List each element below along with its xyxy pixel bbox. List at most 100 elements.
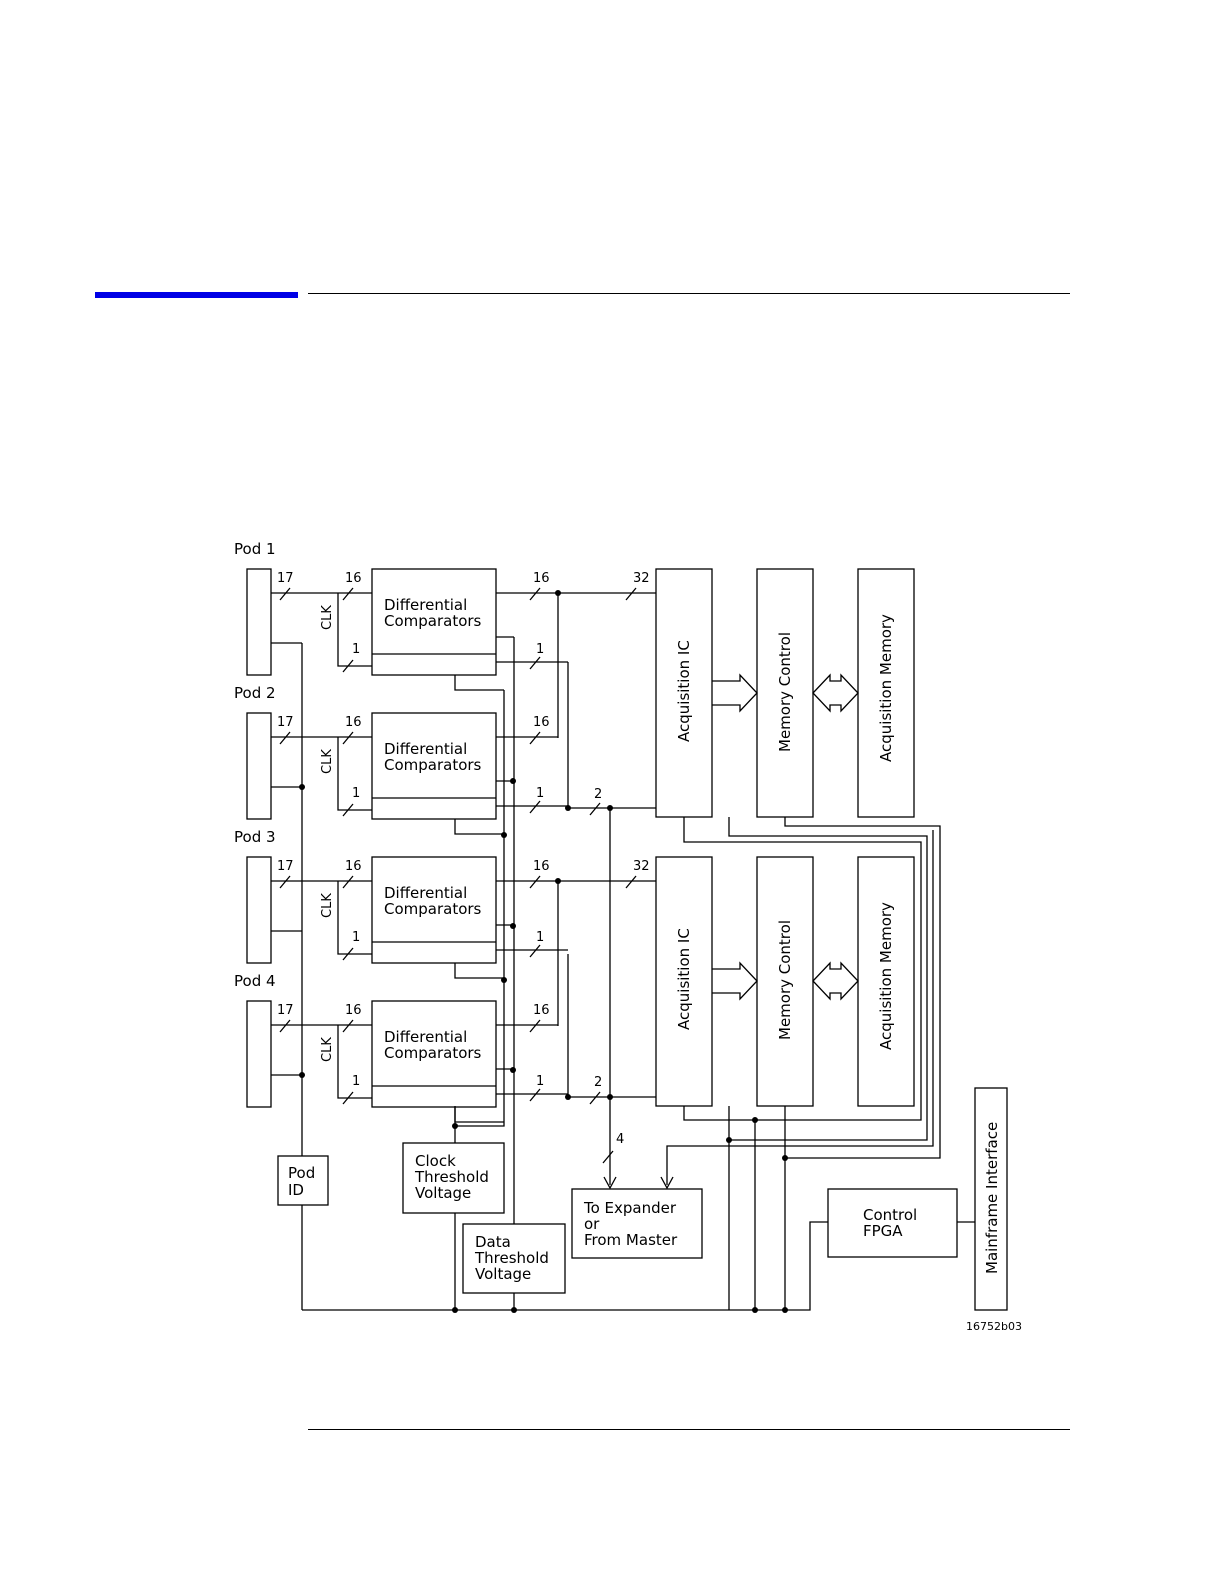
clk-width: 1: [352, 642, 360, 657]
memory-control-box: [756, 568, 814, 818]
bus-slash: [342, 1091, 354, 1105]
clk-label: CLK: [320, 605, 335, 630]
acquisition-memory-label: Acquisition Memory: [877, 614, 895, 762]
pod-label: Pod 4: [234, 972, 276, 990]
data-flow-arrow: [712, 961, 758, 1001]
memory-control-label: Memory Control: [776, 632, 794, 752]
header-rule: [308, 293, 1070, 294]
acquisition-bus-width: 32: [633, 859, 650, 874]
bus-slash: [279, 587, 354, 601]
merged-clock-width: 2: [594, 787, 602, 802]
pod-label: Pod 2: [234, 684, 276, 702]
pod-id-label: Pod: [288, 1164, 315, 1182]
output-bus-width: 16: [533, 1003, 550, 1018]
clock-threshold-box: [402, 1142, 505, 1214]
pod-connector: [246, 856, 272, 964]
pod-connector: [246, 1000, 272, 1108]
bus-slash: [342, 659, 354, 673]
memory-control-wire: [784, 817, 941, 1159]
pod-bus-width: 17: [277, 571, 294, 586]
clk-label: CLK: [320, 893, 335, 918]
pod-group: Pod 3 17 16 1 CLK Differential Comparato…: [234, 828, 568, 979]
acquisition-ic-label: Acquisition IC: [675, 928, 693, 1030]
clk-wire: [337, 593, 372, 667]
clock-threshold-label: Clock: [415, 1152, 456, 1170]
data-threshold-box: [462, 1223, 566, 1294]
junction-dot: [501, 977, 507, 983]
expander-label: To Expander: [583, 1199, 677, 1217]
clock-threshold-label: Voltage: [415, 1184, 471, 1202]
junction-dot: [452, 1123, 458, 1129]
comparator-label: Differential: [384, 596, 467, 614]
pod-connector: [246, 712, 272, 820]
merged-clock-width: 2: [594, 1075, 602, 1090]
clk-wire: [337, 1025, 372, 1099]
expander-arrow-head: [660, 1176, 674, 1190]
junction-dot: [555, 878, 561, 884]
differential-comparators-box: [371, 1000, 497, 1108]
clock-output-width: 1: [536, 930, 544, 945]
memory-control-label: Memory Control: [776, 920, 794, 1040]
bus-slash: [625, 875, 637, 889]
junction-dot: [510, 1067, 516, 1073]
bus-slash: [279, 1019, 354, 1033]
pod-id-label: ID: [288, 1181, 304, 1199]
junction-dot: [752, 1117, 758, 1123]
comparator-label: Comparators: [384, 1044, 482, 1062]
bus-slash: [625, 587, 637, 601]
comparator-bus-width: 16: [345, 571, 362, 586]
junction-dot: [782, 1307, 788, 1313]
pod-bus-width: 17: [277, 715, 294, 730]
comparator-bus-width: 16: [345, 1003, 362, 1018]
clock-output-width: 1: [536, 642, 544, 657]
acquisition-memory-label: Acquisition Memory: [877, 902, 895, 1050]
acquisition-memory-box: [857, 568, 915, 818]
clk-width: 1: [352, 1074, 360, 1089]
clock-threshold-tap: [454, 1107, 504, 1123]
control-fpga-label: Control: [863, 1206, 917, 1224]
comparator-label: Comparators: [384, 900, 482, 918]
clk-wire: [337, 737, 372, 811]
bus-slash: [589, 802, 601, 816]
pod-connector: [246, 568, 272, 676]
common-bus: [302, 1221, 828, 1311]
footer-rule: [308, 1429, 1070, 1430]
clock-output-width: 1: [536, 1074, 544, 1089]
acquisition-ic-box: [655, 568, 713, 818]
comparator-label: Differential: [384, 740, 467, 758]
junction-dot: [607, 805, 613, 811]
comparator-label: Comparators: [384, 756, 482, 774]
bus-slash: [279, 875, 354, 889]
mainframe-interface-box: [974, 1087, 1008, 1311]
junction-dot: [555, 590, 561, 596]
expander-label: From Master: [584, 1231, 678, 1249]
differential-comparators-box: [371, 712, 497, 820]
bus-slash: [529, 800, 541, 814]
clk-width: 1: [352, 786, 360, 801]
section-accent-bar: [95, 292, 298, 298]
clock-threshold-tap: [454, 963, 504, 979]
control-fpga-box: [827, 1188, 958, 1258]
comparator-label: Differential: [384, 884, 467, 902]
expander-bus-width: 4: [616, 1132, 624, 1147]
expander-box: [571, 1188, 703, 1259]
pod-label: Pod 3: [234, 828, 276, 846]
mainframe-interface-label: Mainframe Interface: [983, 1122, 1001, 1274]
acq-control-wire: [728, 817, 928, 1141]
acquisition-memory-box: [857, 856, 915, 1107]
acquisition-ic-box: [655, 856, 713, 1107]
expander-control-wire: [666, 830, 934, 1185]
data-threshold-label: Data: [475, 1233, 511, 1251]
output-bus-width: 16: [533, 859, 550, 874]
bidirectional-arrow: [812, 673, 859, 713]
clock-threshold-label: Threshold: [414, 1168, 489, 1186]
junction-dot: [510, 778, 516, 784]
clock-output-width: 1: [536, 786, 544, 801]
clk-wire: [337, 881, 372, 955]
output-bus-width: 16: [533, 571, 550, 586]
junction-dots: [299, 590, 788, 1313]
data-threshold-label: Voltage: [475, 1265, 531, 1283]
bus-slash: [529, 587, 541, 601]
pod-bus-width: 17: [277, 859, 294, 874]
